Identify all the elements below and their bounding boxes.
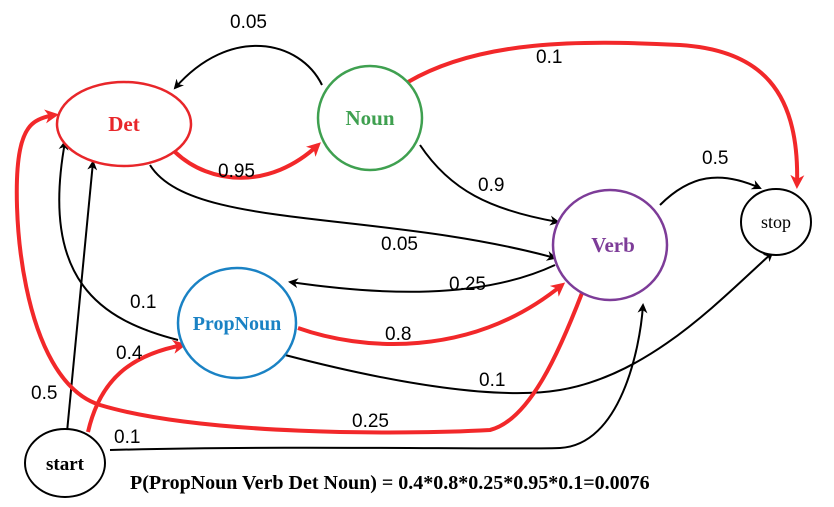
label-start-verb: 0.1 [114, 427, 140, 448]
label-verb-propnoun: 0.25 [449, 274, 486, 295]
node-noun-label: Noun [345, 106, 394, 130]
node-det: Det [55, 80, 193, 168]
label-start-det: 0.5 [31, 383, 57, 404]
node-start-label: start [46, 454, 85, 475]
label-verb-stop: 0.5 [702, 148, 728, 169]
label-verb-det: 0.25 [352, 411, 389, 432]
edge-det-noun [173, 142, 321, 180]
node-propnoun-label: PropNoun [193, 313, 282, 335]
label-det-noun: 0.95 [218, 161, 255, 182]
edge-propnoun-verb [297, 282, 566, 346]
probability-formula: P(PropNoun Verb Det Noun) = 0.4*0.8*0.25… [130, 472, 650, 494]
edge-propnoun-det [58, 140, 179, 341]
edge-verb-det [14, 109, 584, 435]
node-propnoun: PropNoun [176, 266, 298, 380]
label-noun-verb: 0.9 [478, 175, 504, 196]
edge-noun-verb [419, 144, 560, 226]
node-stop-label: stop [761, 212, 791, 232]
edge-det-verb [149, 164, 557, 261]
label-propnoun-verb: 0.8 [385, 324, 411, 345]
edge-start-det [66, 160, 98, 433]
node-verb: Verb [551, 188, 669, 302]
edge-start-propnoun [86, 339, 187, 433]
edge-noun-det [173, 44, 323, 90]
label-start-propnoun: 0.4 [116, 343, 143, 364]
label-noun-stop: 0.1 [536, 47, 562, 68]
node-start: start [24, 428, 106, 498]
node-verb-label: Verb [591, 233, 635, 257]
label-propnoun-stop: 0.1 [479, 370, 505, 391]
edge-noun-stop [406, 40, 805, 189]
node-noun: Noun [316, 64, 424, 172]
edge-start-verb [109, 303, 648, 451]
edge-propnoun-stop [284, 251, 774, 395]
node-det-label: Det [108, 112, 139, 136]
edge-verb-stop [659, 176, 762, 206]
label-noun-det: 0.05 [230, 12, 267, 33]
node-stop: stop [740, 188, 812, 256]
edge-verb-propnoun [288, 264, 556, 293]
label-propnoun-det: 0.1 [130, 292, 156, 313]
label-det-verb: 0.05 [381, 234, 418, 255]
